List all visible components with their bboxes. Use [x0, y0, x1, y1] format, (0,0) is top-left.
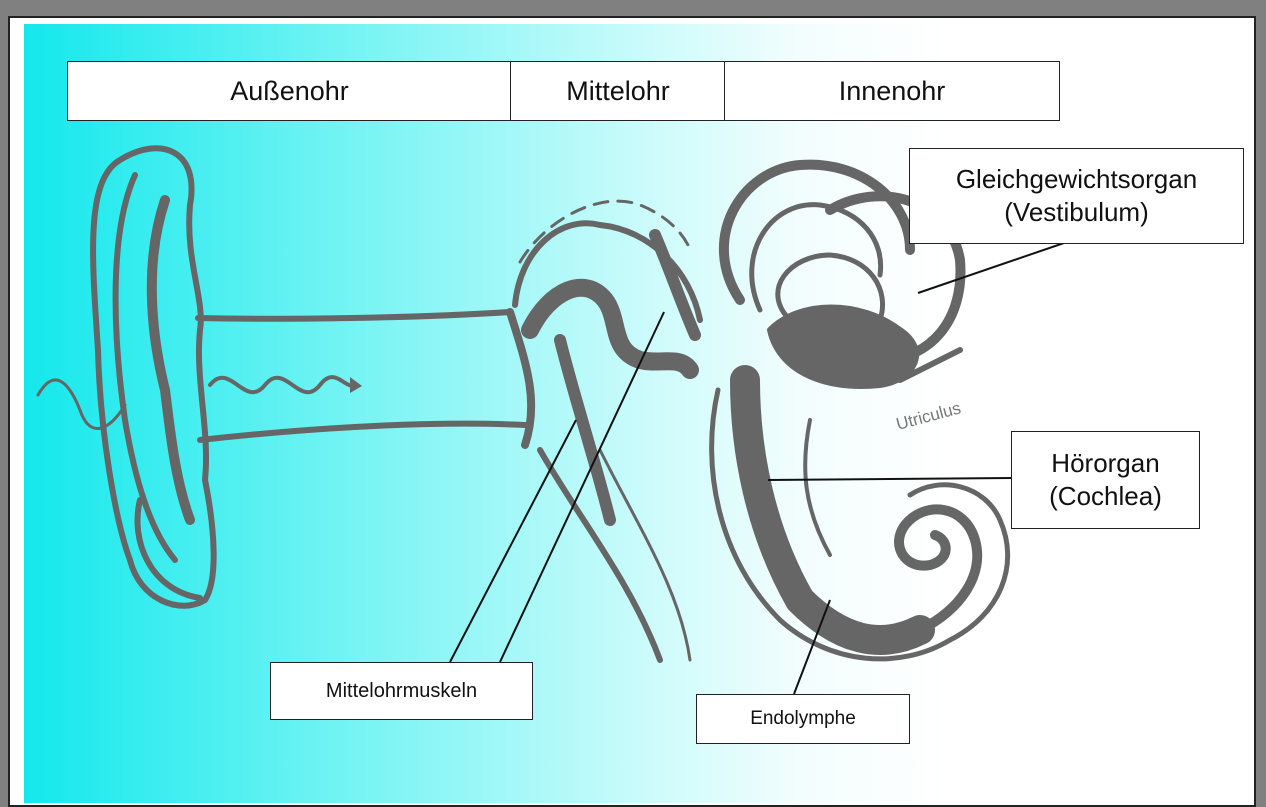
vestibule — [770, 308, 916, 386]
pinna-outline — [93, 148, 214, 605]
label-endolymph: Endolymphe — [696, 694, 910, 744]
pinna-antihelix — [152, 200, 190, 520]
section-middle-ear-label: Mittelohr — [566, 76, 670, 107]
section-outer-ear: Außenohr — [67, 61, 512, 121]
label-cochlea-line1: Hörorgan — [1051, 447, 1159, 480]
label-muscles-text: Mittelohrmuskeln — [326, 680, 477, 703]
label-vestibulum-line2: (Vestibulum) — [1004, 196, 1149, 229]
label-cochlea: Hörorgan (Cochlea) — [1011, 431, 1200, 529]
section-outer-ear-label: Außenohr — [230, 76, 349, 107]
ear-canal-top — [198, 312, 510, 319]
label-muscles: Mittelohrmuskeln — [270, 662, 533, 720]
utriculus-label: Utriculus — [894, 398, 963, 433]
label-cochlea-line2: (Cochlea) — [1049, 480, 1162, 513]
pinna-wire — [38, 380, 125, 429]
label-vestibulum-line1: Gleichgewichtsorgan — [956, 163, 1197, 196]
label-vestibulum: Gleichgewichtsorgan (Vestibulum) — [909, 148, 1244, 244]
label-endolymph-text: Endolymphe — [750, 708, 856, 730]
section-inner-ear: Innenohr — [724, 61, 1060, 121]
leader-vestibulum — [918, 243, 1064, 293]
cochlea-spiral — [899, 509, 977, 630]
section-middle-ear: Mittelohr — [510, 61, 726, 121]
ossicles — [530, 288, 690, 370]
cochlea-duct — [745, 380, 920, 640]
ear-canal-bottom — [200, 424, 525, 440]
pinna-helix — [116, 175, 175, 560]
sound-arrow — [350, 377, 362, 393]
sound-wave — [210, 377, 355, 392]
cochlea-inner — [805, 420, 830, 555]
section-inner-ear-label: Innenohr — [839, 76, 946, 107]
